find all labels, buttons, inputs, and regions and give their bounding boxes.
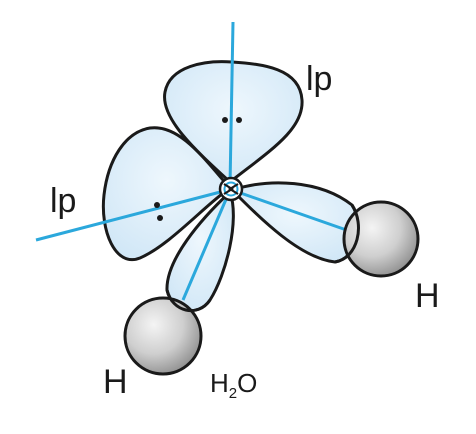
left-lone-pair-dot-2 (157, 215, 163, 221)
left-lone-pair-lobe (101, 126, 233, 262)
formula-label: H2O (210, 368, 257, 402)
lone-pair-label-upper: lp (306, 60, 332, 98)
formula-main: H (210, 368, 229, 398)
right-bond-overlap-outline (334, 204, 360, 264)
lower-bond-overlap-outline (165, 289, 212, 312)
formula-subscript: 2 (229, 385, 237, 402)
hydrogen-atom-lower (123, 296, 203, 376)
hydrogen-atom-right (342, 200, 420, 278)
left-lone-pair-dot-1 (154, 202, 160, 208)
formula-tail: O (237, 368, 257, 398)
hydrogen-label-right: H (415, 277, 440, 315)
right-bond-orbital (229, 181, 360, 264)
vertical-axis-line (228, 21, 235, 187)
upper-lone-pair-dot-2 (236, 117, 242, 123)
left-axis-line (35, 188, 229, 242)
hydrogen-label-lower: H (103, 363, 128, 401)
lower-bond-axis-line (181, 189, 232, 301)
oxygen-nucleus-icon (218, 176, 244, 202)
upper-lone-pair-dot-1 (222, 117, 228, 123)
lone-pair-label-left: lp (50, 182, 76, 220)
